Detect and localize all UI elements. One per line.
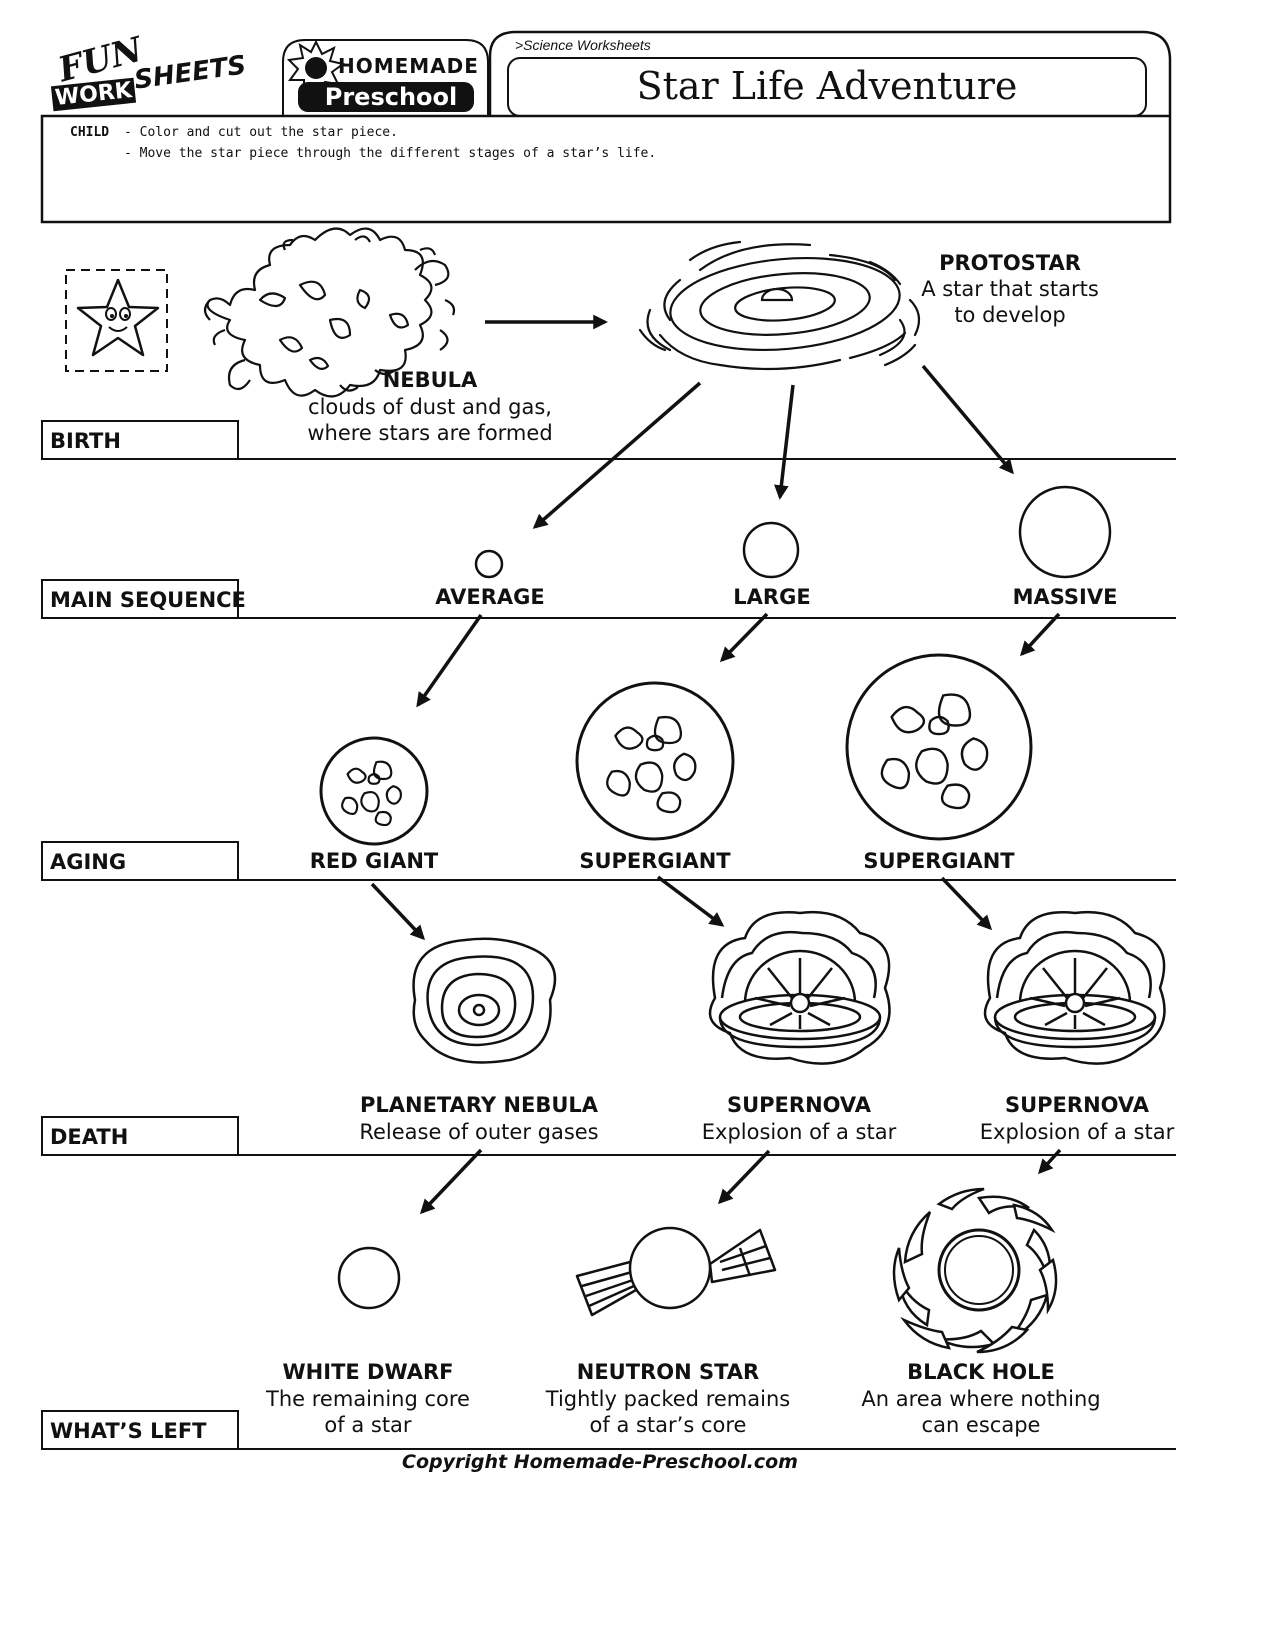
title-panel: [40, 30, 1172, 224]
neutron-star-desc-1: Tightly packed remains: [545, 1387, 791, 1411]
title-box: [507, 57, 1147, 117]
instruction-line-2: - Move the star piece through the differ…: [124, 146, 657, 161]
planetary-nebula-label: PLANETARY NEBULA: [359, 1093, 599, 1117]
planetary-nebula-desc: Release of outer gases: [359, 1120, 599, 1144]
black-hole-icon: [892, 1187, 1058, 1354]
neutron-star-label: NEUTRON STAR: [576, 1360, 760, 1384]
stage-label-aging: AGING: [50, 850, 127, 874]
stage-label-main-sequence: MAIN SEQUENCE: [50, 588, 246, 612]
logo-sheets-text: SHEETS: [132, 50, 249, 96]
flow-arrows: [370, 314, 1062, 1215]
black-hole-desc-1: An area where nothing: [861, 1387, 1101, 1411]
red-giant-label: RED GIANT: [309, 849, 439, 873]
supernova-2-desc: Explosion of a star: [979, 1120, 1175, 1144]
stage-label-birth: BIRTH: [50, 429, 121, 453]
massive-star-icon: [1018, 485, 1112, 579]
protostar-label: PROTOSTAR: [939, 251, 1081, 275]
supernova-2-icon: [983, 911, 1166, 1065]
nebula-cloud-icon: [203, 227, 456, 398]
nebula-label: NEBULA: [382, 368, 478, 392]
nebula-desc-1: clouds of dust and gas,: [308, 395, 552, 419]
fun-worksheets-logo: FUN WORK SHEETS: [48, 30, 278, 120]
breadcrumb[interactable]: >Science Worksheets: [515, 37, 651, 53]
protostar-desc-2: to develop: [954, 303, 1066, 327]
planetary-nebula-icon: [412, 937, 557, 1064]
neutron-star-icon: [575, 1226, 777, 1317]
white-dwarf-icon: [337, 1246, 401, 1310]
supernova-1-desc: Explosion of a star: [701, 1120, 897, 1144]
supernova-2-label: SUPERNOVA: [1004, 1093, 1150, 1117]
black-hole-desc-2: can escape: [921, 1413, 1041, 1437]
supernova-1-icon: [708, 911, 891, 1065]
homemade-logo-text: HOMEMADE: [338, 54, 479, 78]
cut-out-star-box: [65, 269, 168, 372]
instruction-line-1: - Color and cut out the star piece.: [124, 125, 398, 140]
stage-label-death: DEATH: [50, 1125, 129, 1149]
supergiant-1-label: SUPERGIANT: [579, 849, 731, 873]
preschool-logo-text: Preschool: [324, 83, 458, 111]
stage-label-whats-left: WHAT’S LEFT: [50, 1419, 207, 1443]
stage-label-boxes: [41, 420, 239, 1450]
white-dwarf-label: WHITE DWARF: [282, 1360, 454, 1384]
black-hole-label: BLACK HOLE: [907, 1360, 1055, 1384]
copyright[interactable]: Copyright Homemade-Preschool.com: [402, 1451, 798, 1473]
massive-label: MASSIVE: [1012, 585, 1118, 609]
white-dwarf-desc-2: of a star: [324, 1413, 412, 1437]
nebula-desc-2: where stars are formed: [307, 421, 553, 445]
large-label: LARGE: [733, 585, 811, 609]
protostar-desc-1: A star that starts: [921, 277, 1099, 301]
protostar-swirl-icon: [638, 240, 921, 371]
smiling-star-icon: [76, 278, 160, 357]
logo-tab: [282, 39, 489, 116]
average-star-icon: [474, 549, 504, 579]
instruction-role: CHILD: [70, 125, 110, 140]
average-label: AVERAGE: [435, 585, 545, 609]
large-star-icon: [742, 521, 800, 579]
neutron-star-desc-2: of a star’s core: [589, 1413, 747, 1437]
supergiant-2-label: SUPERGIANT: [863, 849, 1015, 873]
stage-dividers: [238, 458, 1176, 1450]
supergiant-1-icon: [577, 683, 735, 839]
white-dwarf-desc-1: The remaining core: [266, 1387, 470, 1411]
supergiant-2-icon: [847, 655, 1033, 839]
red-giant-icon: [321, 736, 429, 844]
page-title: Star Life Adventure: [636, 64, 1018, 108]
supernova-1-label: SUPERNOVA: [726, 1093, 872, 1117]
